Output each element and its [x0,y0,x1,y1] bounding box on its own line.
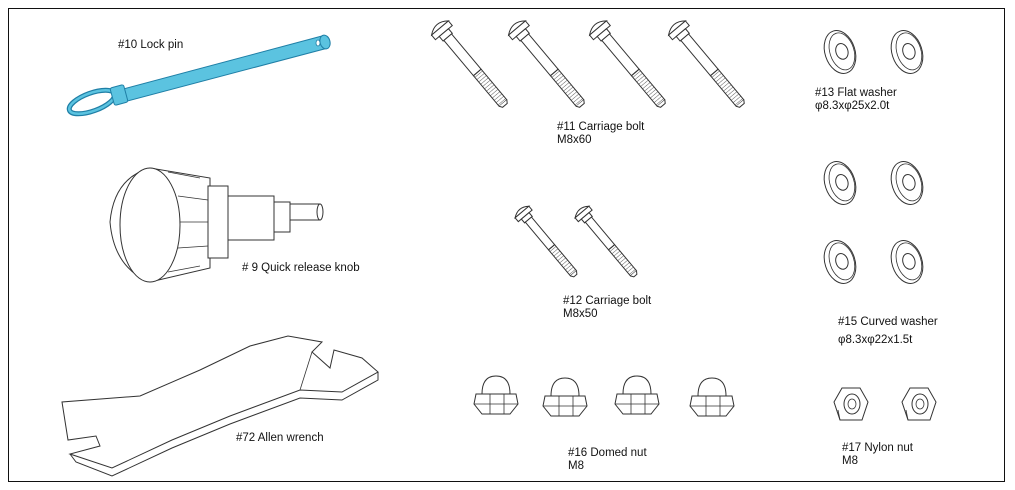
label-allen-wrench: #72 Allen wrench [236,432,324,445]
label-nylon-nut-line-2: M8 [842,455,913,468]
label-flat-washer-line-2: φ8.3xφ25x2.0t [815,100,897,113]
label-carriage-bolt-m8x60-line-1: #11 Carriage bolt [557,121,644,134]
label-domed-nut: #16 Domed nut M8 [568,447,647,473]
label-curved-washer-line-1: #15 Curved washer [838,316,938,329]
label-quick-release-knob: # 9 Quick release knob [242,262,360,275]
wrench-icon [62,336,378,476]
carriage-bolt-m8x60-icon [429,17,751,112]
label-carriage-bolt-m8x60-line-2: M8x60 [557,134,644,147]
hex-nut-icon [834,388,936,420]
label-carriage-bolt-m8x60: #11 Carriage bolt M8x60 [557,121,644,147]
label-allen-wrench-line-1: #72 Allen wrench [236,432,324,445]
label-quick-release-knob-line-1: # 9 Quick release knob [242,262,360,275]
domed-nut-icon [474,376,734,416]
label-flat-washer-line-1: #13 Flat washer [815,87,897,100]
label-nylon-nut-line-1: #17 Nylon nut [842,442,913,455]
label-domed-nut-line-1: #16 Domed nut [568,447,647,460]
label-carriage-bolt-m8x50-line-2: M8x50 [563,308,651,321]
flat-washer-icon [819,26,928,77]
label-domed-nut-line-2: M8 [568,460,647,473]
label-curved-washer: #15 Curved washer φ8.3xφ22x1.5t [838,316,938,347]
label-lock-pin-line-1: #10 Lock pin [118,39,183,52]
label-curved-washer-line-2: φ8.3xφ22x1.5t [838,334,938,347]
carriage-bolt-m8x50-icon [513,204,642,282]
label-carriage-bolt-m8x50: #12 Carriage bolt M8x50 [563,295,651,321]
label-nylon-nut: #17 Nylon nut M8 [842,442,913,468]
label-carriage-bolt-m8x50-line-1: #12 Carriage bolt [563,295,651,308]
label-flat-washer: #13 Flat washer φ8.3xφ25x2.0t [815,87,897,113]
lock-pin-icon [66,34,331,119]
curved-washer-icon [819,157,928,287]
label-lock-pin: #10 Lock pin [118,39,183,52]
